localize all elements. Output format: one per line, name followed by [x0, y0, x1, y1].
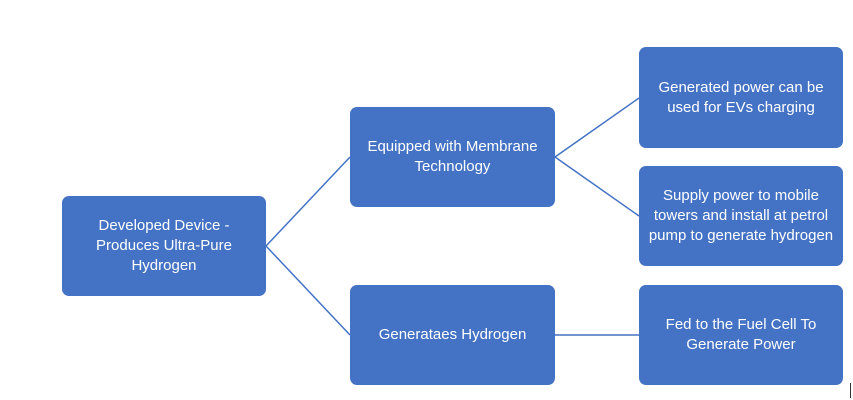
leaf-node-mobile-towers: Supply power to mobile towers and instal…: [639, 166, 843, 266]
branch-node-hydrogen-label: Generataes Hydrogen: [378, 326, 527, 343]
connector-root-to-branch-2: [265, 245, 351, 336]
text-cursor-mark: [850, 383, 851, 398]
connector-root-to-branch-1: [265, 156, 351, 247]
leaf-node-ev-charging: Generated power can be used for EVs char…: [639, 47, 843, 148]
root-node-label: Developed Device - Produces Ultra-Pure H…: [96, 217, 232, 274]
root-node: Developed Device - Produces Ultra-Pure H…: [62, 196, 266, 296]
leaf-node-mobile-towers-label: Supply power to mobile towers and instal…: [648, 187, 834, 244]
connector-branch-1-to-leaf-2: [554, 156, 640, 217]
branch-node-membrane: Equipped with Membrane Technology: [350, 107, 555, 207]
branch-node-membrane-label: Equipped with Membrane Technology: [367, 138, 538, 175]
connector-branch-1-to-leaf-1: [554, 97, 640, 158]
branch-node-hydrogen: Generataes Hydrogen: [350, 285, 555, 385]
leaf-node-ev-charging-label: Generated power can be used for EVs char…: [658, 78, 824, 116]
leaf-node-fuel-cell: Fed to the Fuel Cell To Generate Power: [639, 285, 843, 385]
leaf-node-fuel-cell-label: Fed to the Fuel Cell To Generate Power: [665, 316, 817, 353]
